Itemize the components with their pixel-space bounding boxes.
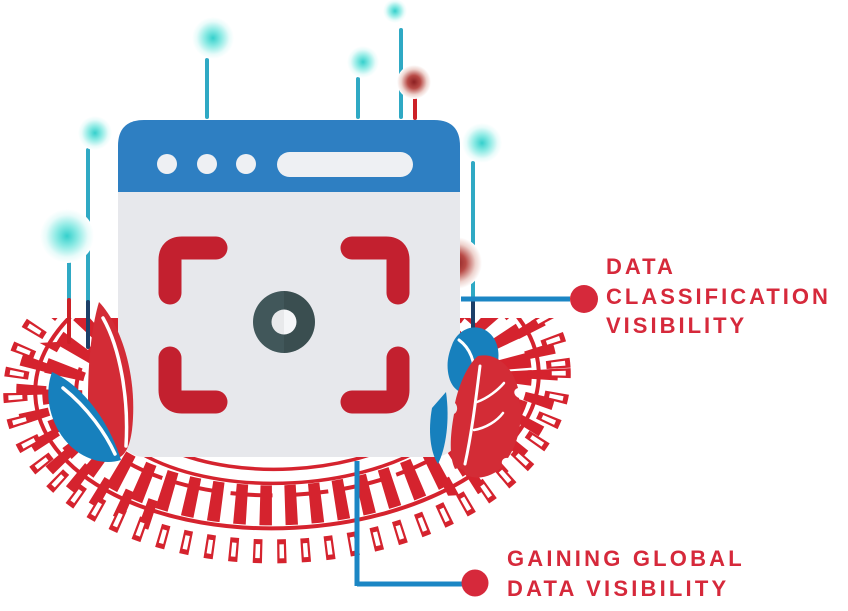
callout-line: GAINING GLOBAL — [507, 546, 745, 571]
viewfinder-corner-top-right — [340, 236, 410, 305]
callout-line: DATA VISIBILITY — [507, 576, 730, 601]
connector-line-global — [354, 461, 462, 587]
callout-line: VISIBILITY — [606, 313, 748, 338]
teal-orb-icon — [192, 17, 234, 59]
callout-connectors — [354, 296, 570, 587]
viewfinder-icon — [158, 236, 410, 414]
viewfinder-corner-top-left — [158, 236, 228, 305]
browser-window-icon — [118, 120, 460, 457]
feather-vein — [61, 386, 117, 456]
lens-hole-shade — [271, 309, 284, 335]
teal-orb-icon — [78, 116, 112, 150]
callout-line: DATA — [606, 254, 676, 279]
callout-global-visibility-label: GAINING GLOBAL DATA VISIBILITY — [507, 544, 745, 604]
window-dot-icon — [236, 154, 256, 174]
browser-window-body — [118, 120, 460, 457]
viewfinder-corner-bottom-left — [158, 346, 228, 414]
lens-ring-shade — [284, 291, 315, 353]
callout-classification-label: DATA CLASSIFICATION VISIBILITY — [606, 252, 831, 341]
teal-orb-icon — [462, 123, 502, 163]
teal-orb-icon — [40, 209, 94, 263]
teal-orb-icon — [383, 0, 407, 23]
leaf-midrib-vein — [463, 364, 482, 466]
teal-orb-icon — [347, 46, 379, 78]
ring-flank-spokes — [16, 318, 558, 537]
ring-rim-tick-holes — [8, 318, 566, 559]
lens-hole — [271, 309, 297, 335]
red-orb-icon — [397, 65, 431, 99]
blue-leaf-right-lobe — [430, 392, 448, 464]
blue-feather-left-icon — [48, 372, 121, 462]
viewfinder-corner-bottom-right — [340, 346, 410, 414]
address-bar-icon — [277, 152, 413, 177]
glow-orbs — [40, 0, 502, 289]
callout-dots — [461, 285, 598, 597]
callout-dot-global — [461, 569, 489, 597]
feather-vein — [101, 316, 129, 448]
window-dot-icon — [197, 154, 217, 174]
callout-dot-classification — [570, 285, 598, 313]
leaf-vein — [475, 381, 506, 404]
window-dot-icon — [157, 154, 177, 174]
leaf-vein — [472, 411, 505, 432]
callout-line: CLASSIFICATION — [606, 283, 831, 309]
leaves — [48, 302, 521, 478]
camera-lens-icon — [253, 291, 315, 353]
